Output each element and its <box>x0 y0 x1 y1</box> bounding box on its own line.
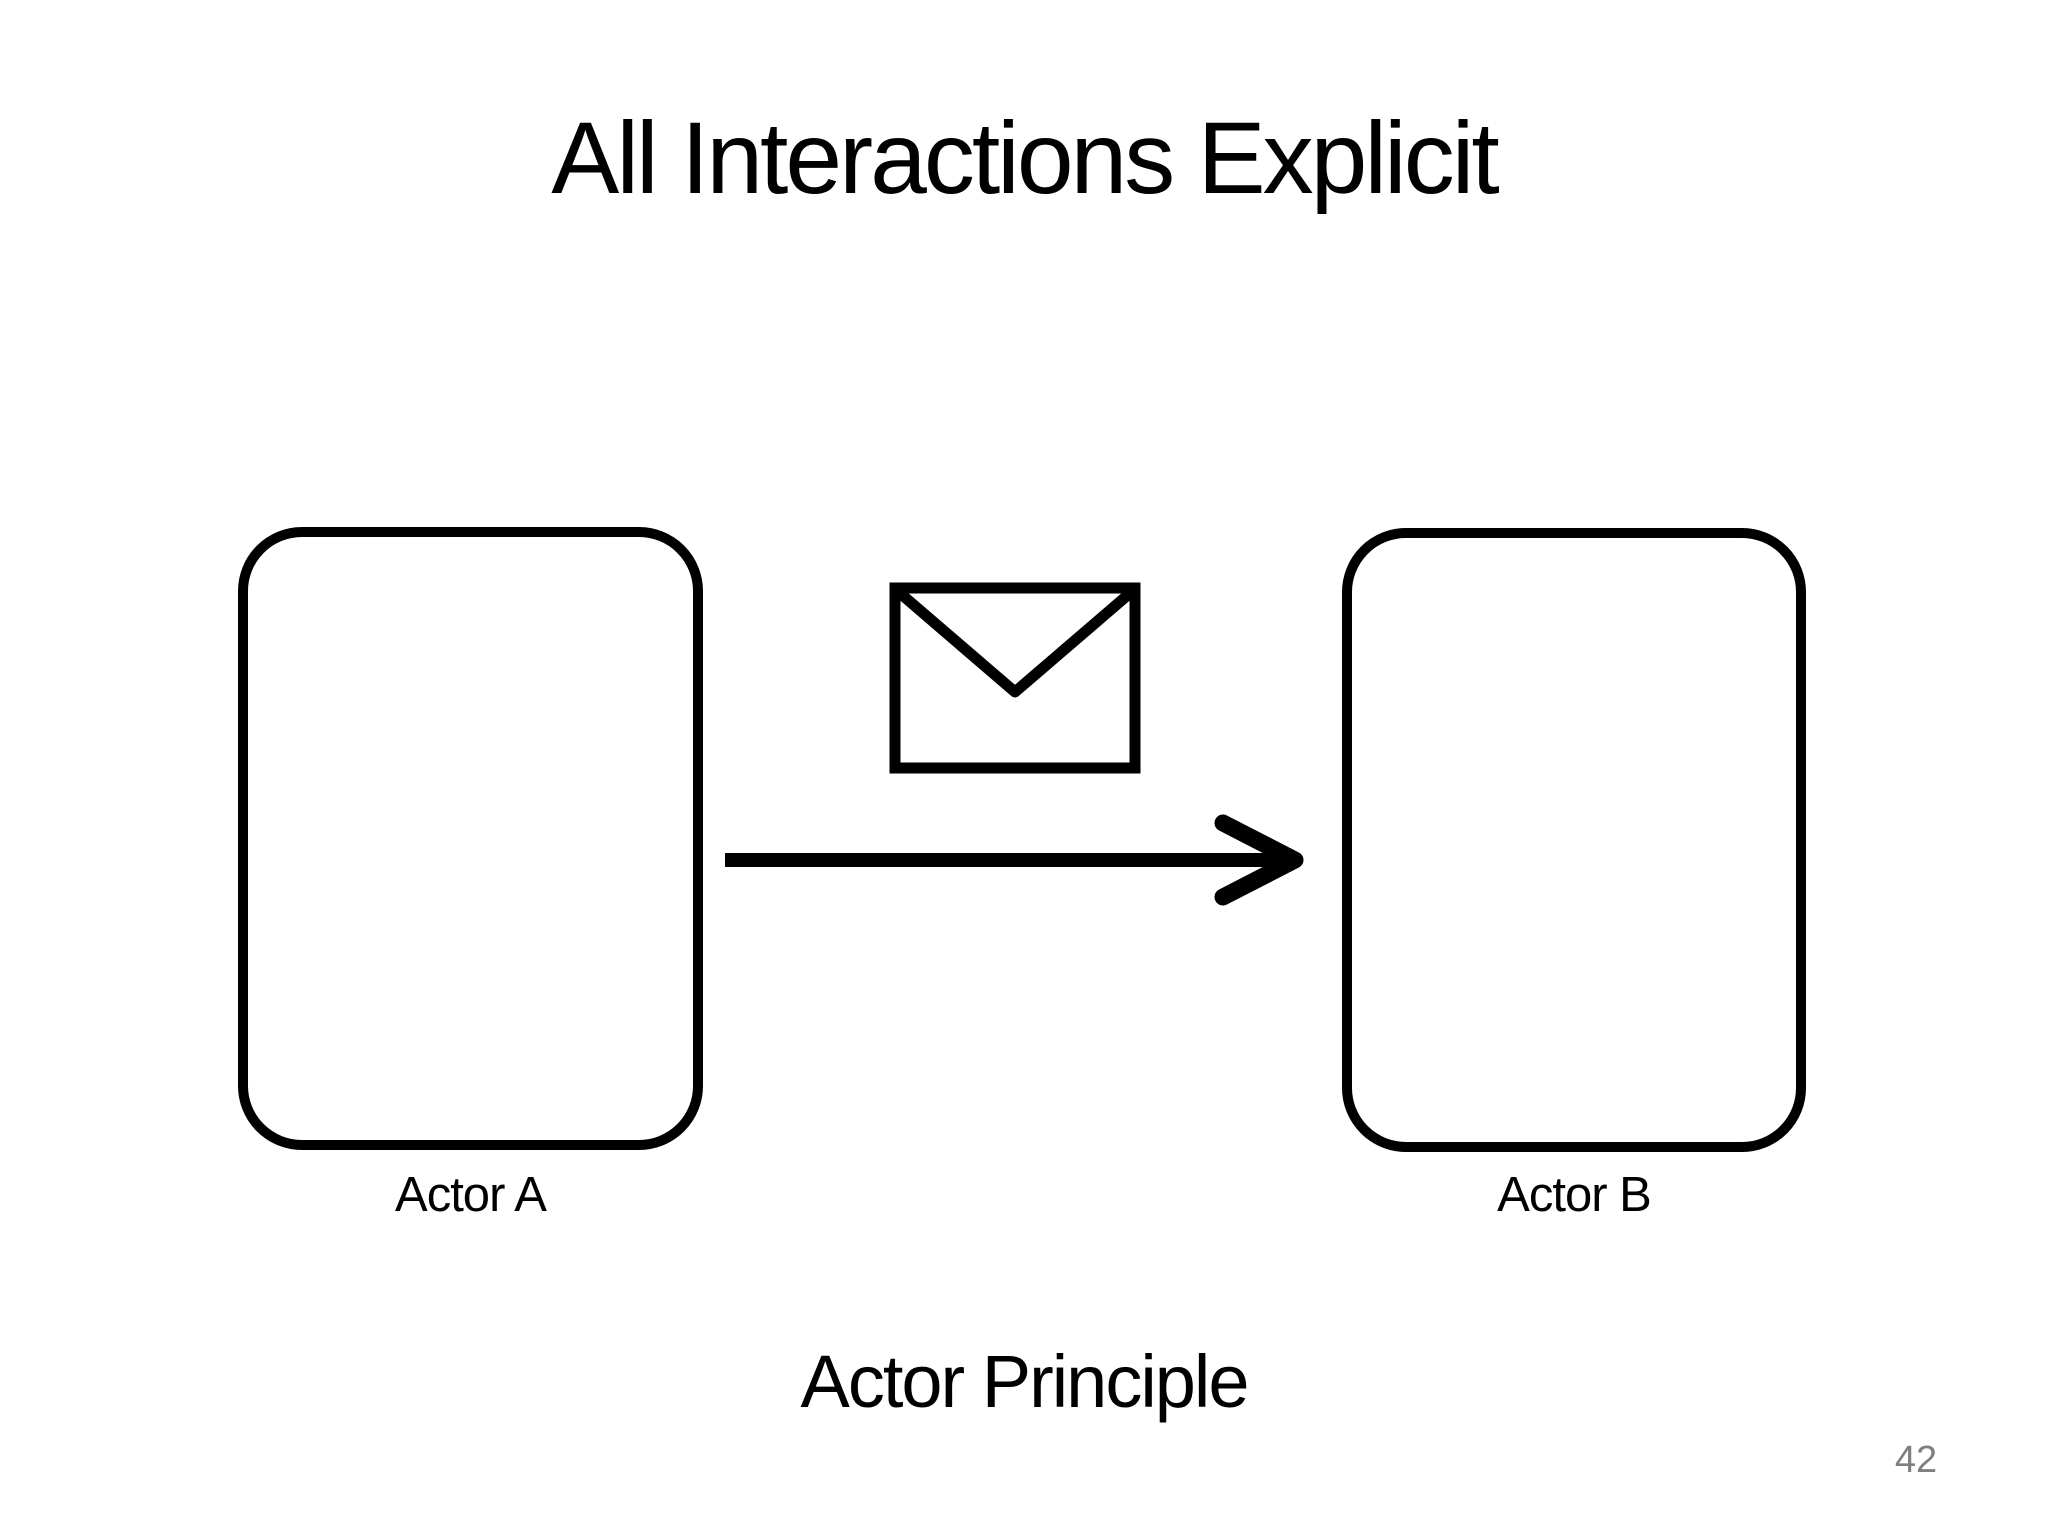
actor-a-box <box>238 527 703 1150</box>
slide-title: All Interactions Explicit <box>551 101 1499 215</box>
slide-caption: Actor Principle <box>800 1340 1249 1423</box>
actor-b-box <box>1342 528 1806 1152</box>
message-arrow-icon <box>725 814 1304 906</box>
actor-b-label: Actor B <box>1497 1168 1652 1222</box>
actor-a-label: Actor A <box>395 1168 547 1222</box>
envelope-icon <box>889 582 1141 774</box>
page-number: 42 <box>1894 1439 1938 1481</box>
